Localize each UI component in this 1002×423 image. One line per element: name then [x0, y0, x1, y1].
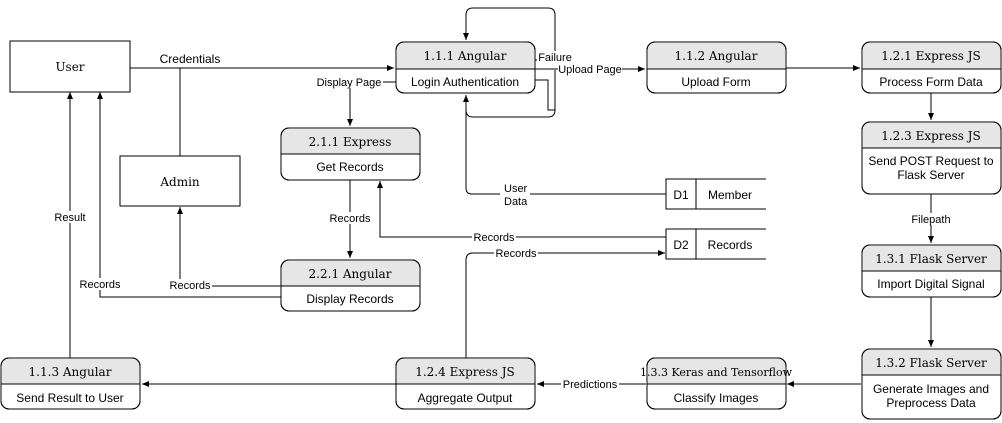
process-send-result: 1.1.3 Angular Send Result to User: [0, 357, 141, 410]
process-id: 1.2.1 Express JS: [881, 49, 981, 63]
process-name: Classify Images: [674, 391, 759, 405]
flow-records-to-d2: [465, 250, 665, 358]
flow-records-d2-to-get: [377, 181, 666, 238]
label-user-data-line1: User: [504, 183, 528, 195]
process-name: Login Authentication: [411, 75, 519, 89]
label-records-d2-get: Records: [474, 232, 515, 244]
process-login-authentication: 1.1.1 Angular Login Authentication: [395, 41, 536, 94]
process-name-line2: Preprocess Data: [886, 396, 976, 410]
process-id: 1.3.1 Flask Server: [875, 252, 987, 266]
process-display-records: 2.2.1 Angular Display Records: [280, 259, 421, 312]
process-name-line1: Generate Images and: [873, 382, 989, 396]
store-id: D1: [673, 188, 689, 202]
process-id: 2.2.1 Angular: [309, 267, 392, 281]
label-failure: Failure: [538, 52, 572, 64]
process-id: 1.3.2 Flask Server: [875, 356, 987, 370]
entity-admin: Admin: [119, 155, 241, 207]
process-name: Process Form Data: [879, 75, 983, 89]
label-result: Result: [54, 212, 85, 224]
process-upload-form: 1.1.2 Angular Upload Form: [646, 41, 787, 94]
process-aggregate-output: 1.2.4 Express JS Aggregate Output: [395, 357, 536, 410]
flow-failure-loop-bottom-stub: [535, 79, 555, 111]
process-send-post-request: 1.2.3 Express JS Send POST Request to Fl…: [861, 121, 1002, 195]
label-upload-page: Upload Page: [558, 64, 622, 76]
entity-admin-label: Admin: [159, 175, 200, 189]
process-id: 1.1.3 Angular: [29, 365, 112, 379]
label-predictions: Predictions: [563, 379, 618, 391]
label-filepath: Filepath: [911, 214, 950, 226]
entity-user-label: User: [55, 60, 84, 74]
label-records-to-admin: Records: [170, 280, 211, 292]
store-records: D2 Records: [665, 228, 766, 260]
process-id: 1.2.3 Express JS: [881, 129, 981, 143]
flow-records-to-user: [97, 92, 281, 298]
process-process-form-data: 1.2.1 Express JS Process Form Data: [861, 41, 1002, 94]
label-records-aggregate-d2: Records: [496, 248, 537, 260]
process-id: 2.1.1 Express: [309, 135, 392, 149]
process-generate-images: 1.3.2 Flask Server Generate Images and P…: [861, 348, 1002, 420]
label-display-page: Display Page: [317, 77, 382, 89]
process-name-line2: Flask Server: [897, 168, 964, 182]
label-credentials: Credentials: [160, 52, 221, 66]
process-import-digital-signal: 1.3.1 Flask Server Import Digital Signal: [861, 244, 1002, 298]
process-id: 1.1.2 Angular: [675, 49, 758, 63]
flow-records-to-admin: [177, 207, 281, 287]
process-name: Send Result to User: [16, 391, 123, 405]
process-get-records: 2.1.1 Express Get Records: [280, 127, 421, 181]
process-id: 1.3.3 Keras and Tensorflow: [640, 366, 793, 379]
store-name: Member: [708, 188, 752, 202]
label-user-data-line2: Data: [504, 196, 528, 208]
label-records-to-user: Records: [80, 279, 121, 291]
store-member: D1 Member: [665, 178, 766, 210]
process-name-line1: Send POST Request to: [868, 154, 994, 168]
flow-user-data: [463, 95, 666, 195]
store-id: D2: [673, 238, 689, 252]
label-records-get-display: Records: [330, 213, 371, 225]
process-name: Upload Form: [681, 75, 750, 89]
process-name: Aggregate Output: [418, 391, 513, 405]
process-name: Get Records: [316, 160, 383, 174]
process-classify-images: 1.3.3 Keras and Tensorflow Classify Imag…: [640, 357, 793, 410]
process-name: Display Records: [306, 292, 393, 306]
process-id: 1.2.4 Express JS: [415, 365, 515, 379]
process-id: 1.1.1 Angular: [424, 49, 507, 63]
entity-user: User: [9, 40, 131, 93]
process-name: Import Digital Signal: [877, 277, 984, 291]
store-name: Records: [708, 238, 753, 252]
